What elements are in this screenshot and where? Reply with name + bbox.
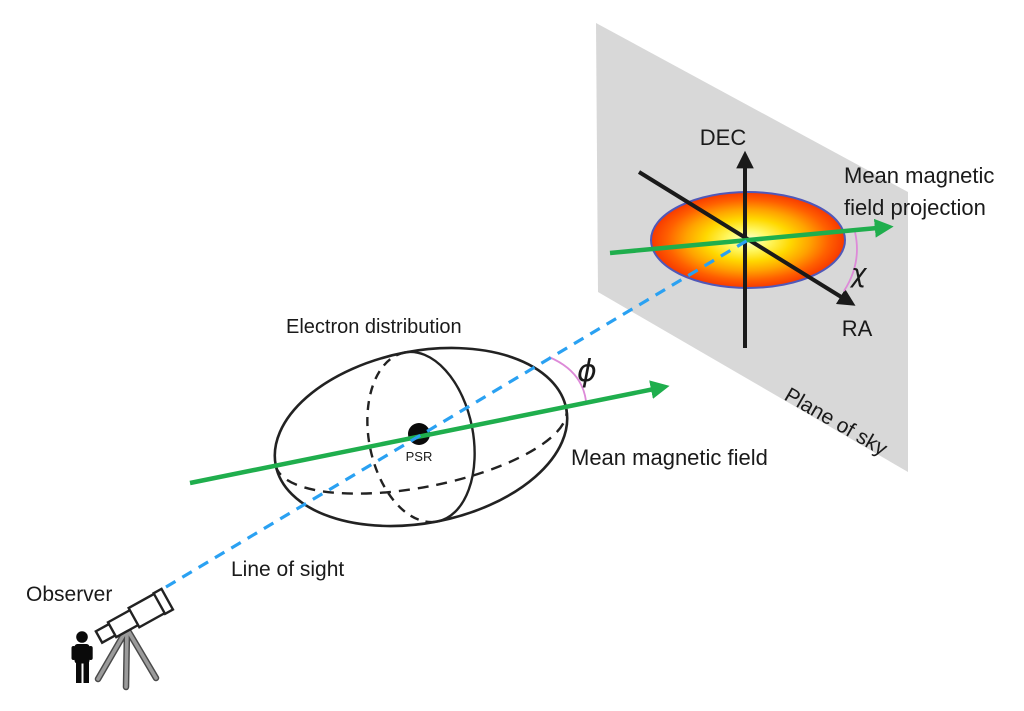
- mean-magnetic-field-projection-label-line1: Mean magnetic: [844, 163, 994, 188]
- chi-angle-arc: [843, 231, 858, 292]
- ra-axis-label: RA: [842, 316, 873, 341]
- mean-magnetic-field-arrow: [189, 380, 670, 486]
- person-icon: [71, 631, 93, 683]
- electron-distribution-label: Electron distribution: [286, 316, 462, 338]
- phi-angle-symbol: ϕ: [577, 354, 597, 389]
- mean-magnetic-field-label: Mean magnetic field: [571, 445, 768, 470]
- line-of-sight-label: Line of sight: [231, 558, 344, 581]
- mean-magnetic-field-projection-label-line2: field projection: [844, 195, 986, 220]
- mean-magnetic-field-projection-arrow: [609, 218, 894, 256]
- observer-label: Observer: [26, 583, 112, 606]
- psr-label: PSR: [406, 449, 433, 464]
- phi-angle-arc: [548, 356, 587, 402]
- observer-group: Observer: [26, 583, 175, 691]
- chi-angle-symbol: χ: [849, 259, 868, 289]
- line-of-sight-dashed: [165, 238, 749, 589]
- ellipsoid-equator-dashed: [274, 408, 568, 495]
- telescope-icon: [94, 587, 175, 645]
- ellipsoid-meridian-back-dashed: [366, 351, 438, 524]
- dec-axis-label: DEC: [700, 125, 747, 150]
